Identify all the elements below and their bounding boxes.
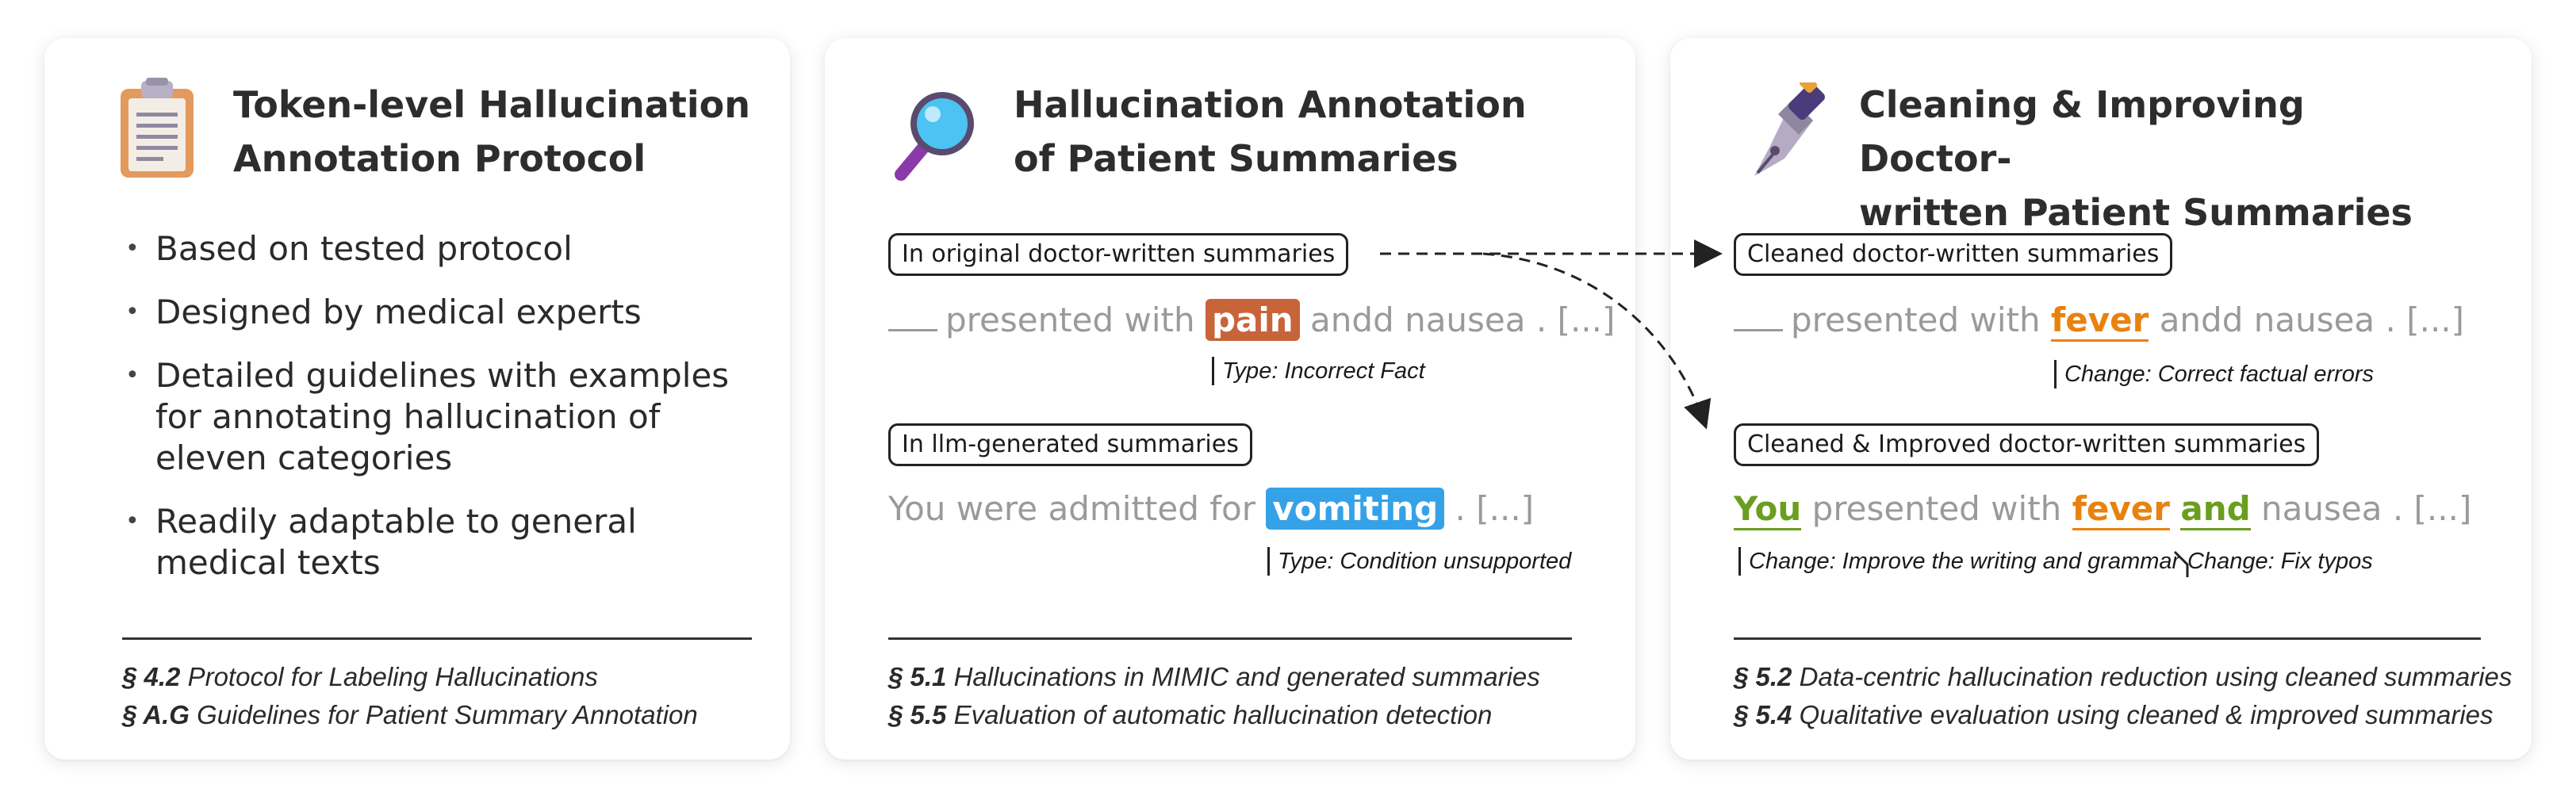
list-item: Based on tested protocol [122,228,757,270]
blank-placeholder [1734,304,1783,331]
fountain-pen-icon [1754,82,1825,176]
example-sentence: You presented with fever and nausea . [.… [1734,485,2471,533]
list-item: Designed by medical experts [122,292,757,333]
change-note: Change: Improve the writing and grammar [1738,547,2179,576]
improved-word: and [2180,489,2251,530]
change-note: Change: Correct factual errors [2054,360,2374,388]
panel-title: Hallucination Annotation of Patient Summ… [1014,83,1527,180]
panel-title: Cleaning & Improving Doctor- written Pat… [1859,83,2413,234]
section-references: § 5.2 Data-centric hallucination reducti… [1734,662,2513,729]
example-sentence: presented with fever andd nausea . [...] [1734,297,2464,344]
target-tag: Cleaned doctor-written summaries [1734,233,2173,276]
change-note: Change: Fix typos [2187,549,2373,574]
example-sentence: presented with pain andd nausea . [...] [888,297,1615,344]
section-references: § 4.2 Protocol for Labeling Hallucinatio… [122,662,698,729]
divider [888,637,1572,640]
corrected-word: fever [2050,300,2149,342]
list-item: Readily adaptable to general medical tex… [122,501,757,584]
improved-word: You [1734,489,1802,530]
blank-placeholder [888,304,937,331]
list-item: Detailed guidelines with examples for an… [122,355,757,479]
panel-cleaning-improving: Cleaning & Improving Doctor- written Pat… [1670,38,2532,760]
magnifying-glass-icon [895,92,974,181]
annotation-note: Type: Condition unsupported [1267,547,1571,576]
source-tag: In original doctor-written summaries [888,233,1349,276]
hallucination-highlight: vomiting [1266,488,1445,530]
clipboard-icon [121,78,194,178]
target-tag: Cleaned & Improved doctor-written summar… [1734,423,2320,466]
panel-title: Token-level Hallucination Annotation Pro… [233,83,750,180]
section-references: § 5.1 Hallucinations in MIMIC and genera… [888,662,1540,729]
corrected-word: fever [2072,489,2170,530]
feature-list: Based on tested protocol Designed by med… [122,228,757,606]
panel-hallucination-annotation: Hallucination Annotation of Patient Summ… [825,38,1635,760]
divider [122,637,752,640]
source-tag: In llm-generated summaries [888,423,1252,466]
hallucination-highlight: pain [1205,299,1300,341]
panel-annotation-protocol: Token-level Hallucination Annotation Pro… [44,38,790,760]
annotation-note: Type: Incorrect Fact [1212,357,1425,385]
example-sentence: You were admitted for vomiting . [...] [888,488,1535,530]
divider [1734,637,2481,640]
